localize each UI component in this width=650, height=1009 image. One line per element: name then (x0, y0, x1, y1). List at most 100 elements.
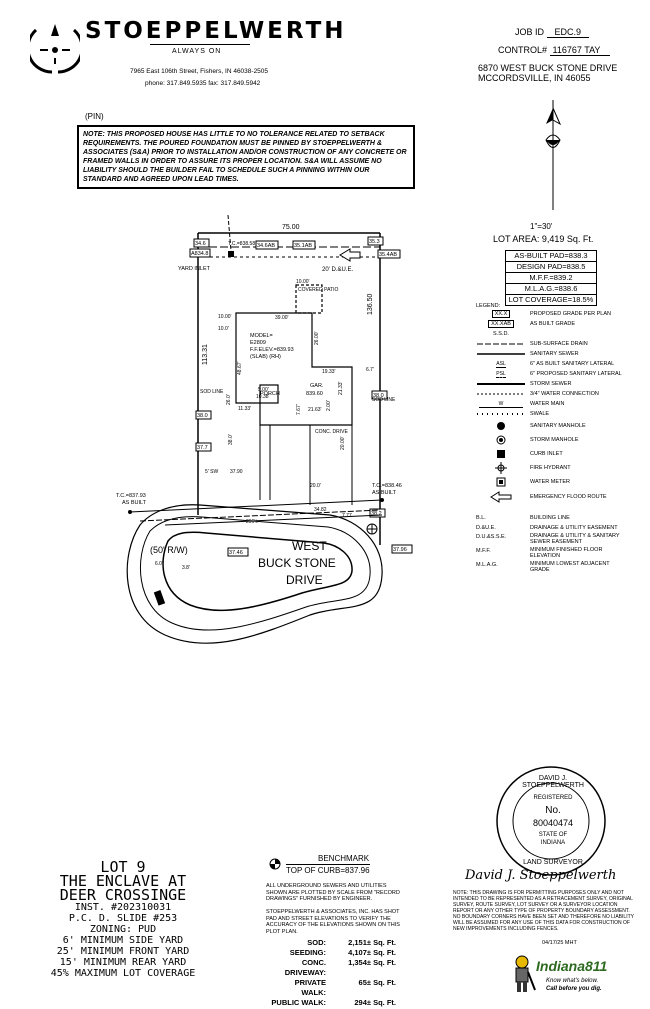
abbrev: D.&U.E. (476, 525, 496, 531)
legend-label: 6" AS BUILT SANITARY LATERAL (530, 361, 615, 367)
dim: 38.0' (228, 434, 234, 445)
legend-item: WATER METER (476, 475, 646, 489)
benchmark-value: TOP OF CURB=837.96 (286, 864, 370, 875)
legend-label: SANITARY SEWER (530, 351, 579, 357)
area-row: SEEDING:4,107± Sq. Ft. (268, 948, 396, 958)
curb-inlet-icon (153, 590, 166, 606)
lot-number: LOT 9 (100, 858, 146, 876)
dim: 6.0' (155, 561, 163, 567)
area-value: 2,151± Sq. Ft. (348, 938, 396, 947)
fire-hydrant-icon (495, 462, 507, 474)
flood-route-arrow-icon (339, 248, 361, 262)
street-name-3: DRIVE (286, 573, 323, 587)
company-name: STOEPPELWERTH (85, 18, 347, 44)
legend-label: 6" PROPOSED SANITARY LATERAL (530, 371, 622, 377)
area-value: 65± Sq. Ft. (358, 978, 396, 987)
abbrev-text: MINIMUM LOWEST ADJACENT GRADE (530, 561, 610, 573)
instrument: INST. #202310031 (74, 902, 172, 913)
grade-tag: 38.0 (197, 413, 208, 419)
plat-cabinet: P.C. D. SLIDE #253 (68, 913, 178, 924)
water-meter-icon (496, 477, 506, 487)
legend-label: STORM MANHOLE (530, 437, 579, 443)
dim: 48.67' (237, 361, 243, 375)
tc-left: T.C.=837.93 (116, 493, 146, 499)
abbrev-text: DRAINAGE & UTILITY & SANITARY SEWER EASE… (530, 533, 620, 545)
area-row: SOD: 2,151± Sq. Ft. (268, 938, 396, 948)
tc-right-asbuilt: AS BUILT (372, 490, 397, 496)
abbrev-item: M.L.A.G.MINIMUM LOWEST ADJACENT GRADE (476, 561, 646, 575)
seal-name: DAVID J. STOEPPELWERTH (522, 775, 584, 789)
area-value: 4,107± Sq. Ft. (348, 948, 396, 957)
legend-item: S.S.D. (476, 329, 646, 339)
grade-tag: 37.7 (197, 445, 208, 451)
legend-item: STORM SEWER (476, 379, 646, 389)
legend-item: STORM MANHOLE (476, 433, 646, 447)
abbrev: B.L. (476, 515, 486, 521)
dim: 10.00' (218, 314, 232, 320)
curb-inlet-icon (497, 450, 505, 458)
row-label: (50' R/W) (150, 545, 188, 555)
dim: 7.77 (342, 513, 352, 519)
dim: 296'± (246, 519, 258, 525)
legend-sym: S.S.D. (493, 331, 509, 337)
front-dim: 75.00 (282, 224, 300, 231)
indiana811-slogan2: Call before you dig. (546, 986, 602, 992)
rear-yard: 15' MINIMUM REAR YARD (59, 957, 187, 968)
benchmark-target-icon (269, 858, 281, 870)
lot-boundary (197, 232, 381, 545)
legend-sym: PSL (496, 370, 506, 378)
zoning: ZONING: PUD (89, 924, 157, 935)
legend-item: PSL 6" PROPOSED SANITARY LATERAL (476, 369, 646, 379)
sanitary-sewer-icon (477, 353, 525, 355)
legend-item: SUB-SURFACE DRAIN (476, 339, 646, 349)
dim: 20.0' (310, 483, 321, 489)
grade-table: AS-BUILT PAD=838.3 DESIGN PAD=838.5 M.F.… (505, 250, 597, 306)
dim: 10.00' (296, 279, 310, 285)
sod-line-right: SOD LINE (372, 397, 396, 403)
legend-label: AS BUILT GRADE (530, 321, 576, 327)
area-label: SOD: (307, 938, 326, 947)
dim: 11.33' (238, 406, 251, 412)
job-id-value: EDC.9 (546, 27, 590, 38)
seal-registered: REGISTERED (533, 795, 573, 801)
dim: 39.00' (275, 315, 289, 321)
legend-sym: XX.X (491, 310, 511, 318)
tc-right: T.C.=838.46 (372, 483, 402, 489)
legend-label: WATER MAIN (530, 401, 565, 407)
area-value: 1,354± Sq. Ft. (348, 958, 396, 967)
grade-tags: 34.6 A834.8 34.6AB 35.1AB 35.3 35.4AB 38… (189, 236, 413, 557)
legend-label: 3/4" WATER CONNECTION (530, 391, 599, 397)
control-value: 116767 TAY (549, 45, 611, 56)
dim: 5' SW (205, 469, 218, 475)
property-address-2: MCCORDSVILLE, IN 46055 (478, 73, 591, 83)
job-id-label: JOB ID (515, 27, 545, 37)
sod-line-left: SOD LINE (200, 389, 224, 395)
sub-surface-drain-icon (477, 343, 525, 345)
legend-label: FIRE HYDRANT (530, 465, 571, 471)
yard-inlet-label: YARD INLET (178, 266, 211, 272)
company-logo (26, 20, 84, 80)
grade-tag: A834.8 (191, 251, 208, 257)
legend-item: SANITARY SEWER (476, 349, 646, 359)
legend-item: SWALE (476, 409, 646, 419)
tc-left-asbuilt: AS BUILT (122, 500, 147, 506)
model-code: E2809 (250, 340, 266, 346)
grade-mff: M.F.F.=839.2 (505, 273, 597, 284)
area-table: SOD: 2,151± Sq. Ft. SEEDING:4,107± Sq. Ft… (268, 938, 396, 1008)
area-row: CONC. DRIVEWAY:1,354± Sq. Ft. (268, 958, 396, 978)
slab-label: (SLAB) (RH) (250, 354, 281, 360)
grade-tag: 34.6 (195, 241, 206, 247)
abbrev-item: B.L. BUILDING LINE (476, 513, 646, 523)
benchmark-icon (268, 857, 282, 876)
logo-crosshair-icon (26, 24, 84, 74)
area-row: PUBLIC WALK:294± Sq. Ft. (268, 998, 396, 1008)
abbrev-item: M.F.F.MINIMUM FINISHED FLOOR ELEVATION (476, 547, 646, 561)
surveyor-signature: David J. Stoeppelwerth (465, 868, 617, 883)
dim: 19.33' (322, 369, 336, 375)
abbrev-text: BUILDING LINE (530, 515, 570, 521)
dim: 20.00' (340, 436, 346, 450)
legend-item: EMERGENCY FLOOD ROUTE (476, 489, 646, 505)
